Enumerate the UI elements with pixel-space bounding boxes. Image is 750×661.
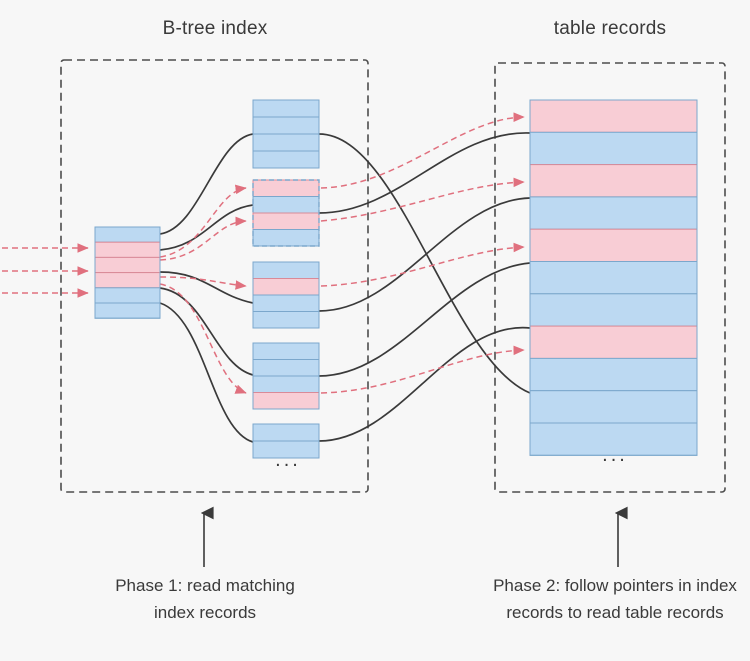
index-leaf-node-4 xyxy=(252,342,320,410)
match-root-to-leaf2-row3 xyxy=(159,216,247,261)
table-records-block-row-3-match xyxy=(529,164,698,198)
index-leaf-node-5-row-1-normal xyxy=(252,423,320,442)
pointer-leaf4-to-table-row6 xyxy=(318,262,531,377)
index-leaf-node-1-row-4-normal xyxy=(252,150,320,169)
table-ellipsis: ... xyxy=(602,444,628,466)
index-leaf-node-4-row-1-normal xyxy=(252,342,320,360)
index-leaf-node-2-row-4-normal xyxy=(252,229,320,247)
table-records-block-row-4-normal xyxy=(529,196,698,230)
index-leaf-node-2-row-3-match xyxy=(252,212,320,230)
index-leaf-node-5-outline xyxy=(252,423,320,459)
table-records-block-row-1-match xyxy=(529,99,698,133)
index-leaf-node-3-outline xyxy=(252,261,320,329)
btree-index-title: B-tree index xyxy=(162,18,268,39)
index-leaf-node-3-row-3-normal xyxy=(252,294,320,312)
index-leaf-node-2-outline xyxy=(252,179,320,247)
index-ellipsis: ... xyxy=(275,449,301,471)
table-records-block-row-2-normal xyxy=(529,131,698,166)
index-leaf-node-4-row-2-normal xyxy=(252,359,320,377)
index-and-table-nodes xyxy=(94,99,698,459)
index-leaf-node-2 xyxy=(252,179,320,247)
table-records-block-row-9-normal xyxy=(529,357,698,392)
match-leaf2-row3-to-table-row3 xyxy=(320,177,525,222)
table-records-title: table records xyxy=(553,18,667,39)
match-root-to-leaf4-row4 xyxy=(159,283,247,394)
index-root-node-row-4-match xyxy=(94,272,161,289)
index-root-node-row-2-match xyxy=(94,241,161,258)
index-leaf-node-1-row-3-normal xyxy=(252,133,320,152)
table-records-region xyxy=(494,62,726,493)
matched-record-paths xyxy=(2,112,525,394)
table-records-block-row-10-normal xyxy=(529,390,698,424)
table-records-block-row-11-normal xyxy=(529,422,698,456)
pointer-root-to-leaf-4 xyxy=(159,287,254,376)
index-leaf-node-5 xyxy=(252,423,320,459)
index-leaf-node-3-row-1-normal xyxy=(252,261,320,279)
pointer-leaf3-to-table-row4 xyxy=(318,197,531,312)
match-root-to-leaf3-row2 xyxy=(159,276,247,290)
pointer-curves xyxy=(159,132,531,443)
table-records-block-row-7-normal xyxy=(529,293,698,327)
region-containers xyxy=(60,59,726,493)
match-leaf2-row1-to-table-row1 xyxy=(320,112,525,189)
index-leaf-node-2-row-2-normal xyxy=(252,196,320,214)
index-leaf-node-4-outline xyxy=(252,342,320,410)
index-leaf-node-3-row-4-normal xyxy=(252,311,320,329)
index-root-node-outline xyxy=(94,226,161,319)
btree-index-region xyxy=(60,59,369,493)
index-root-node-row-5-normal xyxy=(94,287,161,304)
table-records-block-row-5-match xyxy=(529,228,698,262)
table-records-block-outline xyxy=(529,99,698,456)
pointer-root-to-leaf-2 xyxy=(159,204,254,251)
index-leaf-node-1-row-1-normal xyxy=(252,99,320,118)
index-leaf-node-1-row-2-normal xyxy=(252,116,320,135)
pointer-leaf5-to-table-row9 xyxy=(318,326,531,442)
index-leaf-node-4-row-3-normal xyxy=(252,375,320,393)
match-leaf3-row2-to-table-row5 xyxy=(320,242,525,287)
index-leaf-node-1 xyxy=(252,99,320,169)
phase1-caption: Phase 1: read matching index records xyxy=(115,576,295,622)
phase2-caption: Phase 2: follow pointers in index record… xyxy=(493,576,737,622)
index-leaf-node-3-row-2-match xyxy=(252,278,320,296)
table-records-block xyxy=(529,99,698,456)
match-leaf4-row4-to-table-row8 xyxy=(320,345,525,394)
table-records-block-row-6-normal xyxy=(529,261,698,295)
match-root-to-leaf2-row1 xyxy=(159,184,247,258)
pointer-root-to-leaf-3 xyxy=(159,271,254,304)
phase-arrows xyxy=(200,506,628,567)
pointer-leaf1-to-table-row10 xyxy=(318,133,531,394)
index-leaf-node-1-outline xyxy=(252,99,320,169)
index-leaf-node-3 xyxy=(252,261,320,329)
index-root-node xyxy=(94,226,161,319)
index-leaf-node-2-row-1-match xyxy=(252,179,320,197)
index-leaf-node-4-row-4-match xyxy=(252,392,320,410)
index-root-node-row-6-normal xyxy=(94,302,161,319)
pointer-leaf2-to-table-row2 xyxy=(318,132,531,214)
pointer-root-to-leaf-5 xyxy=(159,302,254,443)
index-root-node-row-3-match xyxy=(94,256,161,274)
table-records-block-row-8-match xyxy=(529,325,698,359)
index-root-node-row-1-normal xyxy=(94,226,161,243)
pointer-root-to-leaf-1 xyxy=(159,133,254,235)
